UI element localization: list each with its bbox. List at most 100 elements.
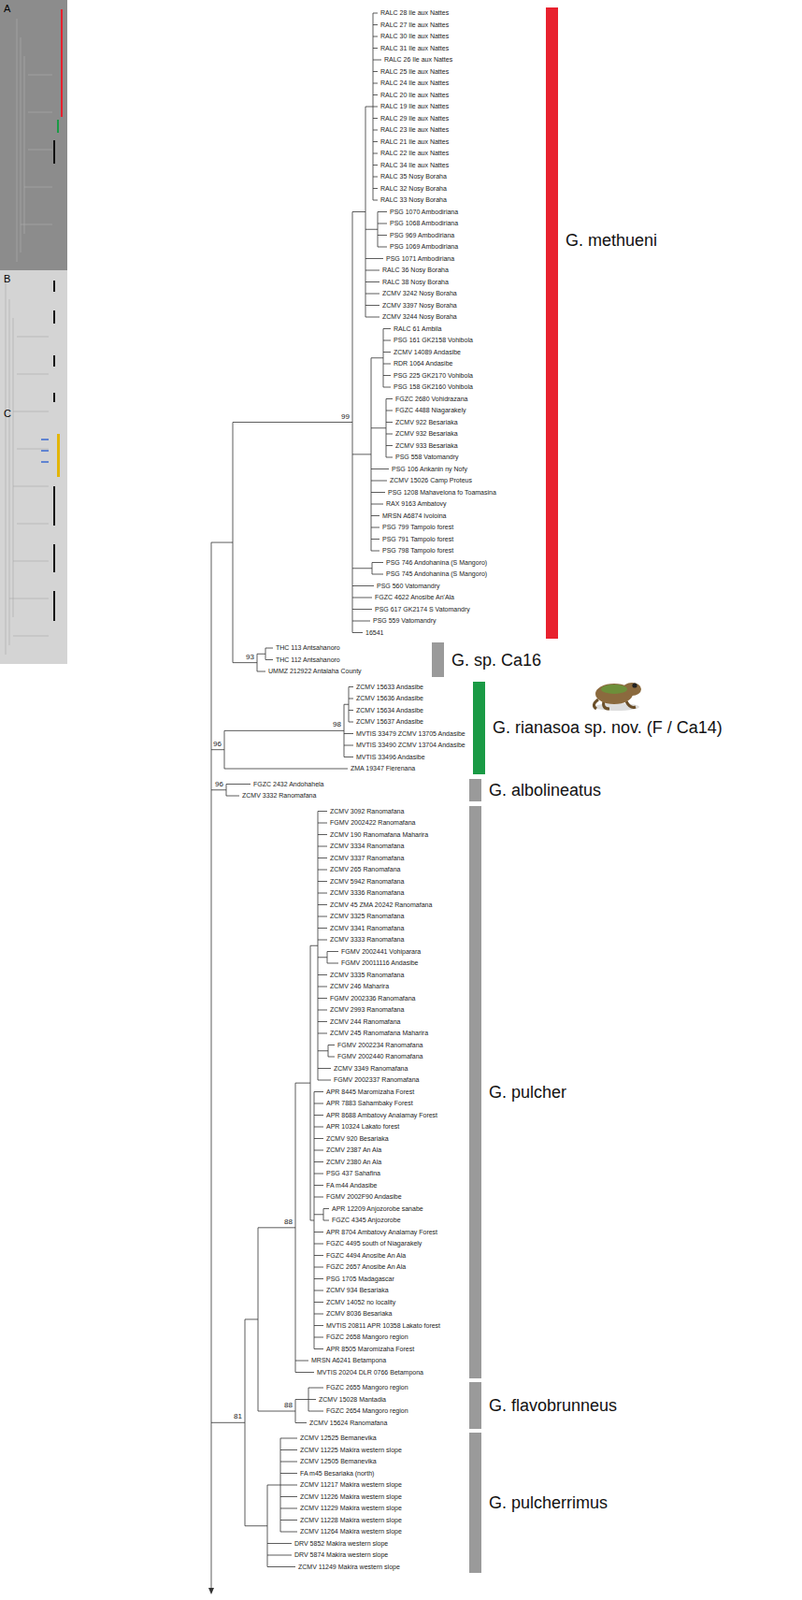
tree-branch xyxy=(314,1160,324,1162)
inset-red-mark xyxy=(60,9,63,117)
tree-branch xyxy=(365,304,380,306)
frog-illustration xyxy=(588,671,645,713)
taxon-label: RALC 38 Nosy Boraha xyxy=(382,276,449,288)
taxon-label: RALC 32 Nosy Boraha xyxy=(380,183,447,195)
taxon-label: ZCMV 245 Ranomafana Maharira xyxy=(329,1027,429,1039)
taxon-label: PSG 161 GK2158 Vohibola xyxy=(393,334,473,346)
panel-letter: A xyxy=(3,2,11,15)
tree-branch xyxy=(244,1524,268,1526)
taxon-label: ZCMV 934 Besariaka xyxy=(326,1284,389,1296)
tree-branch xyxy=(280,1472,298,1474)
taxon-label: FGZC 2432 Andohahela xyxy=(253,778,325,790)
tree-branch xyxy=(317,903,328,905)
tree-branch xyxy=(386,457,393,459)
tree-branch xyxy=(317,1032,328,1034)
tree-branch xyxy=(280,1507,298,1509)
tree-branch xyxy=(314,1313,324,1315)
tree-branch xyxy=(310,945,318,946)
taxon-label: ZCMV 933 Besariaka xyxy=(395,440,459,452)
panel-letter: C xyxy=(3,407,12,420)
clade-node: G. rianasoa sp. nov. (F / Ca14) xyxy=(472,681,725,775)
clade-bar xyxy=(469,1432,482,1573)
taxon-label: ZCMV 45 ZMA 20242 Ranomafana xyxy=(329,899,432,911)
tree-branch xyxy=(348,698,354,700)
tree-branch xyxy=(295,1421,307,1423)
taxon-label: ZCMV 15624 Ranomafana xyxy=(309,1417,387,1429)
taxon-label: ZCMV 12505 Bemanevika xyxy=(300,1455,377,1467)
tree-branch xyxy=(372,187,378,189)
tree-branch xyxy=(371,527,380,529)
taxon-label: PSG 158 GK2160 Vohibola xyxy=(393,381,473,393)
tree-branch xyxy=(314,1149,324,1151)
taxon-label: ZCMV 2993 Ranomafana xyxy=(329,1003,404,1016)
tree-branch xyxy=(310,1219,315,1221)
clade-node: G. pulcherrimus xyxy=(469,1432,611,1573)
tree-branch xyxy=(377,246,387,248)
tree-branch xyxy=(372,47,378,49)
taxon-label: ZCMV 15028 Mantadia xyxy=(318,1393,387,1405)
tree-branch xyxy=(314,1196,324,1198)
tree-branch xyxy=(295,1360,309,1361)
tree-branch xyxy=(314,1126,324,1128)
bootstrap-value: 88 xyxy=(283,1400,294,1410)
taxon-label: RALC 28 Ile aux Nattes xyxy=(380,7,449,19)
taxon-label: APR 12209 Anjozorobe sanabe xyxy=(331,1203,424,1215)
taxon-label: PSG 1069 Ambodiriana xyxy=(389,241,459,253)
tree-branch xyxy=(317,857,328,859)
taxon-label: MVTIS 20811 APR 10358 Lakato forest xyxy=(326,1319,441,1332)
tree-branch xyxy=(265,647,273,649)
taxon-label: ZCMV 2387 An Ala xyxy=(326,1144,382,1156)
tree-branch xyxy=(343,703,349,705)
tree-branch xyxy=(314,1347,324,1349)
continuation-arrow xyxy=(208,1587,215,1594)
clade-name: G. flavobrunneus xyxy=(488,1394,617,1416)
taxon-label: PSG 617 GK2174 S Vatomandry xyxy=(374,603,471,616)
taxon-label: ZCMV 11249 Makira western slope xyxy=(298,1561,401,1573)
taxon-label: PSG 437 Sahafina xyxy=(326,1167,381,1179)
tree-branch xyxy=(314,1277,324,1279)
taxon-label: ZCMV 3334 Ranomafana xyxy=(329,840,404,852)
tree-branch xyxy=(372,129,378,131)
tree-branch xyxy=(383,328,391,330)
tree-branch xyxy=(343,756,354,758)
taxon-label: ZCMV 3333 Ranomafana xyxy=(329,933,404,946)
tree-branch xyxy=(383,374,391,376)
tree-branch xyxy=(386,444,393,446)
bootstrap-value: 88 xyxy=(283,1217,294,1227)
tree-branch xyxy=(372,573,384,575)
taxon-label: ZCMV 3337 Ranomafana xyxy=(329,852,404,864)
taxon-label: ZCMV 15637 Andasibe xyxy=(356,716,424,728)
taxon-label: MRSN A6241 Betampona xyxy=(311,1354,387,1366)
frog-back xyxy=(601,684,628,694)
tree-branch xyxy=(372,176,378,178)
taxon-label: FGMV 20011116 Andasibe xyxy=(341,957,419,969)
tree-branch xyxy=(372,13,378,15)
tree-branch xyxy=(211,788,227,790)
tree-branch xyxy=(308,1410,324,1412)
clade-name: G. methueni xyxy=(565,229,658,251)
clade-node: G. albolineatus xyxy=(469,778,604,802)
tree-branch xyxy=(280,1448,298,1450)
tree-branch xyxy=(323,1207,330,1209)
tree-branch xyxy=(314,1114,324,1116)
taxon-label: ZCMV 15634 Andasibe xyxy=(356,704,424,717)
tree-branch xyxy=(314,1184,324,1186)
taxon-label: PSG 969 Ambodiriana xyxy=(389,229,455,242)
tree-branch xyxy=(317,845,328,847)
tree-branch xyxy=(314,1243,324,1245)
tree-branch xyxy=(314,1102,324,1104)
tree-branch xyxy=(317,927,328,929)
taxon-label: RALC 19 Ile aux Nattes xyxy=(380,100,449,113)
taxon-label: ZCMV 3349 Ranomafana xyxy=(333,1062,408,1075)
tree-branch xyxy=(317,939,328,941)
bootstrap-value: 81 xyxy=(232,1411,244,1421)
tree-branch xyxy=(352,620,371,622)
tree-branch xyxy=(372,153,378,155)
taxon-label: MRSN A6874 Ivoloina xyxy=(382,510,446,522)
taxon-label: APR 8688 Ambatovy Analamay Forest xyxy=(326,1109,438,1121)
tree-branch xyxy=(211,542,233,544)
tree-branch xyxy=(280,1484,298,1486)
taxon-label: RALC 31 Ile aux Nattes xyxy=(380,42,449,55)
tree-branch xyxy=(317,810,328,812)
clade-node: G. pulcher xyxy=(469,805,570,1378)
